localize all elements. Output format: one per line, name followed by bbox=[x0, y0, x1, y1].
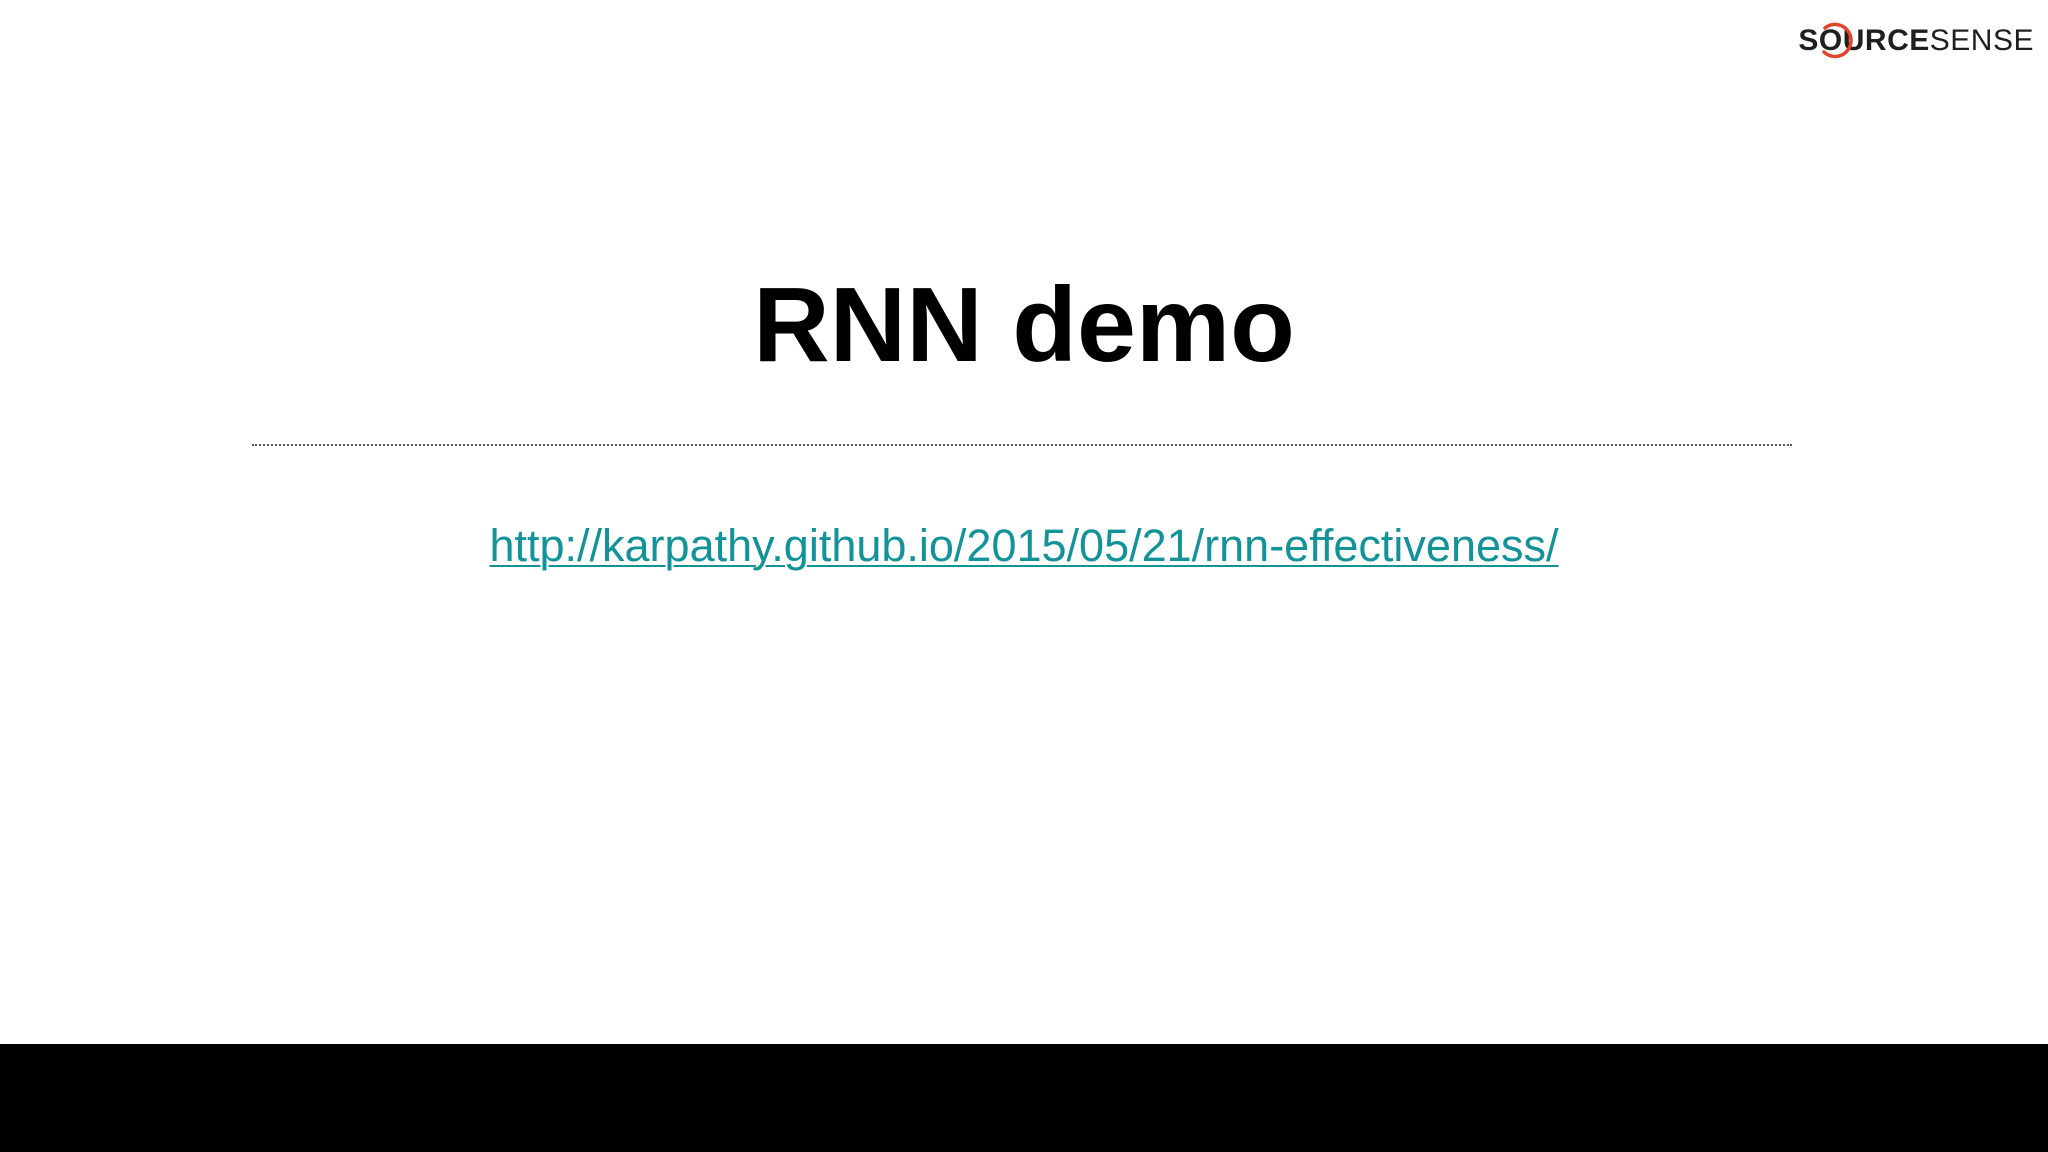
sourcesense-logo: SOURCE SENSE bbox=[1798, 18, 2034, 64]
dotted-divider bbox=[252, 444, 1792, 446]
logo-wordmark: SOURCE SENSE bbox=[1798, 22, 2034, 59]
logo-text-light: SENSE bbox=[1929, 24, 2034, 57]
letterbox-bar bbox=[0, 1044, 2048, 1152]
slide: SOURCE SENSE RNN demo http://karpathy.gi… bbox=[0, 0, 2048, 1044]
link-container: http://karpathy.github.io/2015/05/21/rnn… bbox=[0, 518, 2048, 574]
rnn-effectiveness-link[interactable]: http://karpathy.github.io/2015/05/21/rnn… bbox=[489, 520, 1559, 571]
slide-title: RNN demo bbox=[753, 266, 1295, 384]
logo-text-bold: SOURCE bbox=[1798, 24, 1930, 57]
